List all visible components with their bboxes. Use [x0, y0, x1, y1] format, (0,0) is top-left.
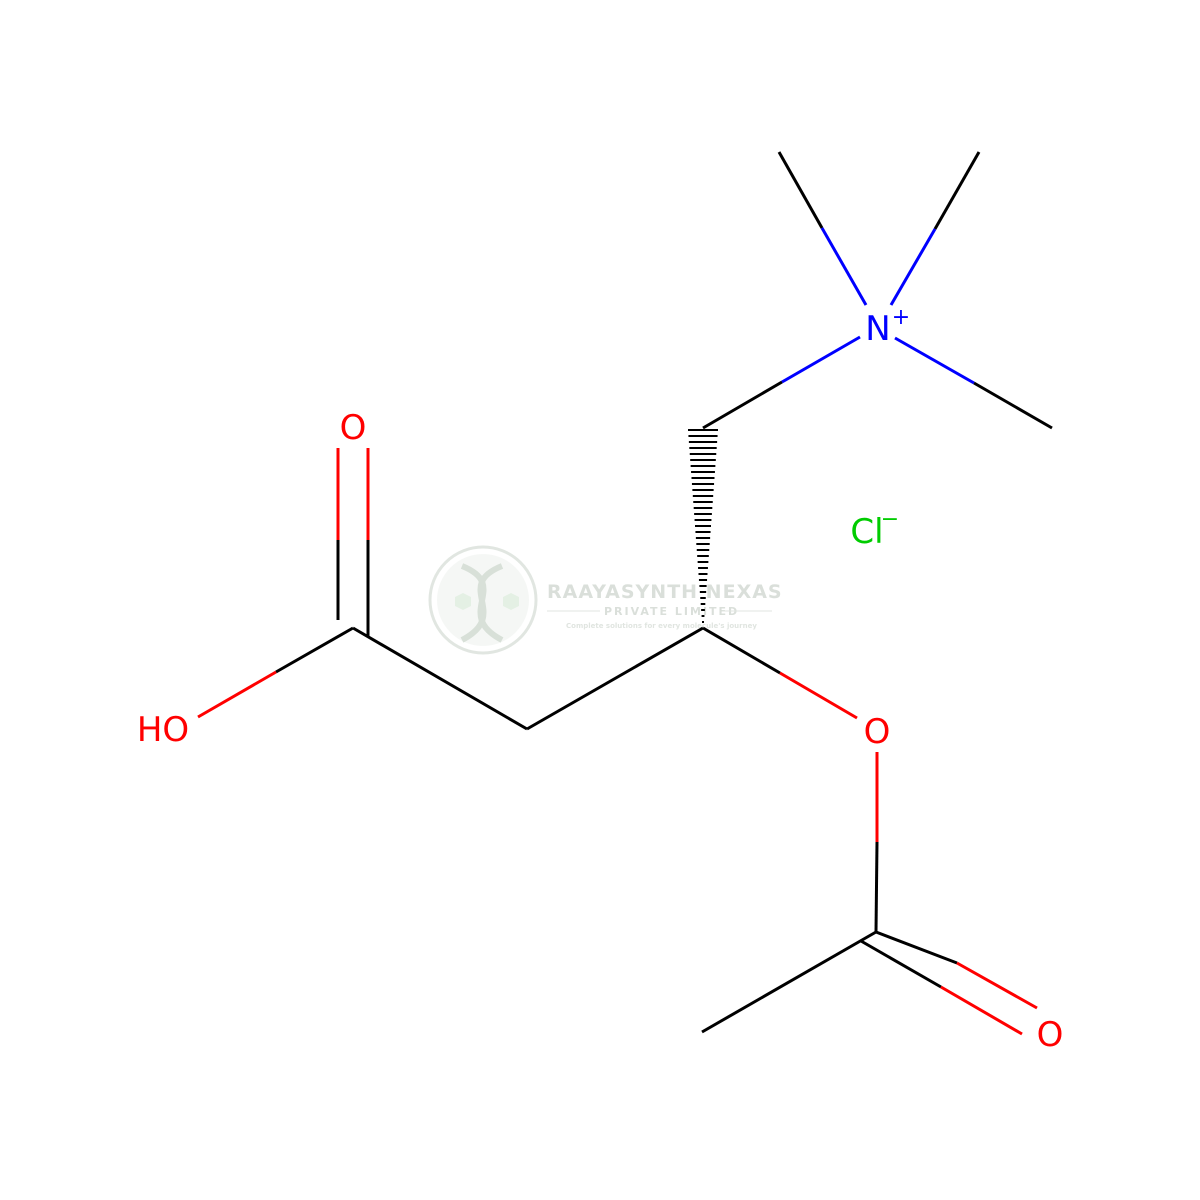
bond-acyl-double-a [875, 930, 958, 965]
atom-ester-o: O [864, 712, 891, 752]
bond-acyl-double-b-red [940, 985, 1023, 1036]
bond-methyl2-n [933, 151, 981, 230]
atom-n-plus: N [865, 309, 890, 349]
watermark-subtitle: PRIVATE LIMITED [604, 605, 739, 618]
dna-helix-icon [460, 563, 504, 643]
atom-chloride: Cl [850, 512, 883, 552]
watermark-tagline: Complete solutions for every molecule's … [566, 622, 757, 630]
atom-labels: N + Cl − O HO O O [137, 305, 1064, 1055]
atom-carbonyl-o-acetyl: O [1037, 1015, 1064, 1055]
bond-methyl1-n [777, 151, 824, 229]
watermark: RAAYASYNTH NEXAS PRIVATE LIMITED Complet… [428, 545, 783, 655]
bond-c-oester-red [779, 671, 858, 720]
bond-n-ch2-blue [781, 335, 861, 384]
bond-methyl2-n-blue [889, 228, 937, 306]
bond-ch2-cooh [352, 626, 528, 731]
bond-cooh-oh-red [197, 670, 277, 719]
bond-acyl-double-b [860, 939, 942, 989]
bond-oester-acyl [874, 841, 879, 933]
bond-c-ch2 [526, 626, 704, 731]
bond-methyl3-n-blue [894, 336, 975, 385]
hashed-wedge-bond [688, 429, 718, 623]
atom-chloride-charge: − [881, 507, 899, 532]
watermark-title: RAAYASYNTH NEXAS [547, 581, 783, 603]
atom-hydroxyl: HO [137, 710, 189, 750]
watermark-logo [428, 545, 538, 655]
bond-cooh-oh [275, 626, 354, 674]
bond-acyl-methyl [701, 930, 877, 1034]
bond-n-ch2 [702, 380, 783, 430]
atom-carbonyl-o-acid: O [340, 408, 367, 448]
bond-c-oester [702, 626, 781, 675]
bond-acyl-double-a-red [956, 961, 1038, 1010]
bonds [197, 151, 1053, 1036]
bond-methyl3-n [973, 381, 1053, 430]
atom-n-charge: + [892, 305, 910, 330]
bond-methyl1-n-blue [820, 227, 868, 306]
